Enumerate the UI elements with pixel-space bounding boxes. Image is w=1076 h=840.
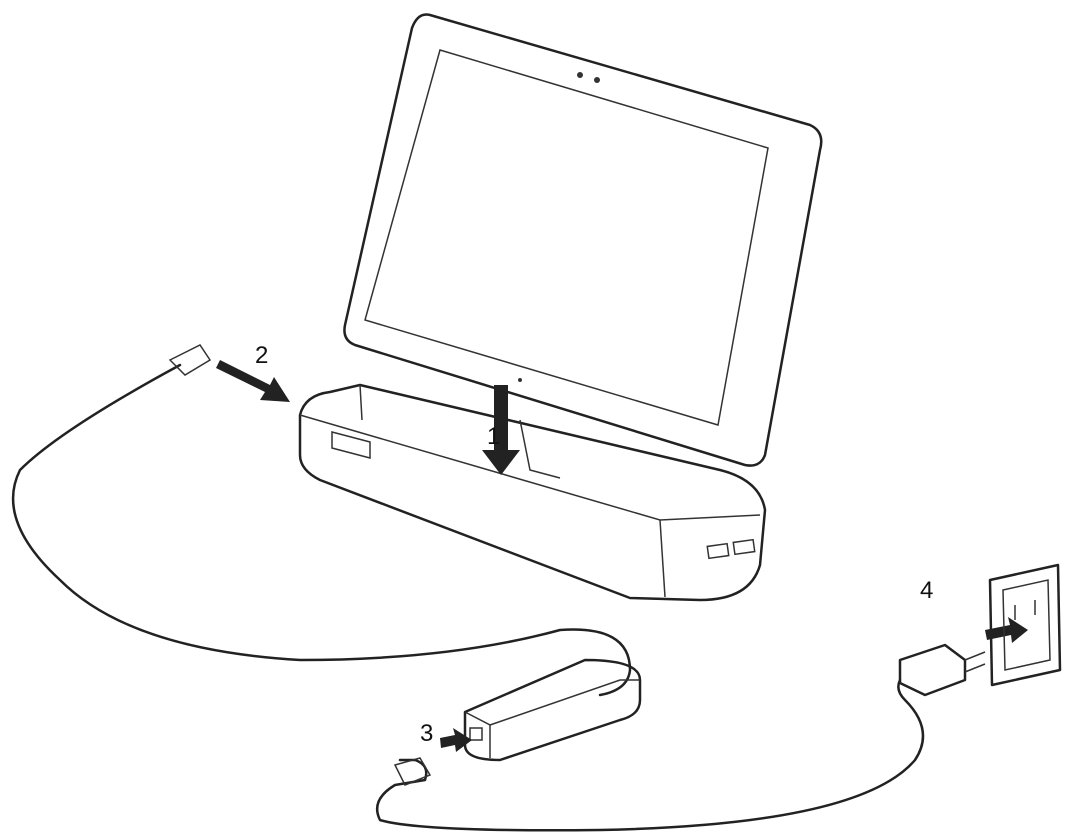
step-label-4: 4 bbox=[920, 577, 934, 604]
tablet bbox=[343, 13, 823, 467]
step-label-1: 1 bbox=[487, 423, 501, 450]
docking-station bbox=[298, 383, 767, 602]
insert-arrow-4 bbox=[985, 617, 1028, 643]
dc-cable bbox=[11, 363, 632, 697]
ac-plug bbox=[898, 643, 986, 697]
wall-outlet bbox=[988, 563, 1062, 687]
insert-arrow-1 bbox=[482, 385, 520, 475]
insert-arrow-3 bbox=[440, 728, 472, 752]
insert-arrow-2 bbox=[216, 360, 290, 402]
ac-cable bbox=[375, 678, 925, 832]
ac-adapter bbox=[463, 658, 642, 762]
step-label-3: 3 bbox=[420, 720, 434, 747]
step-label-2: 2 bbox=[255, 342, 269, 369]
